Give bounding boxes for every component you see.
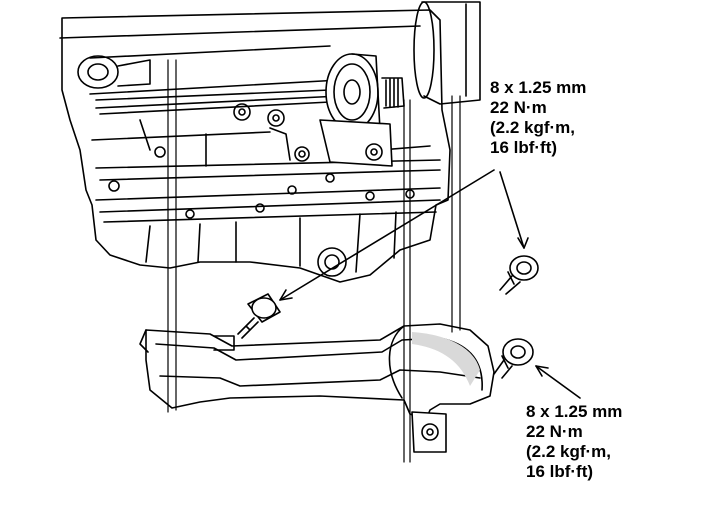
torque-lbf-label: 16 lbf·ft): [490, 138, 558, 157]
transmission-case: [413, 1, 481, 105]
callout-arrows: [279, 169, 581, 399]
bolt-size-label: 8 x 1.25 mm: [526, 402, 623, 421]
intermediate-shaft-bearing: [89, 53, 405, 167]
torque-kgf-label: (2.2 kgf·m,: [526, 442, 612, 461]
drain-plug: [317, 247, 347, 277]
torque-spec-callout-top: 8 x 1.25 mm 22 N·m (2.2 kgf·m, 16 lbf·ft…: [490, 78, 586, 158]
torque-nm-label: 22 N·m: [526, 422, 583, 441]
bolt-lower-right: [493, 338, 534, 379]
engine-block: [59, 9, 451, 283]
heat-shield: [139, 323, 495, 453]
bolt-size-label: 8 x 1.25 mm: [490, 78, 587, 97]
bolt-left: [237, 293, 281, 339]
alignment-lines: [167, 59, 461, 463]
torque-lbf-label: 16 lbf·ft): [526, 462, 594, 481]
torque-spec-callout-bottom: 8 x 1.25 mm 22 N·m (2.2 kgf·m, 16 lbf·ft…: [526, 402, 622, 482]
torque-kgf-label: (2.2 kgf·m,: [490, 118, 576, 137]
torque-nm-label: 22 N·m: [490, 98, 547, 117]
bolt-upper-right: [499, 255, 539, 295]
